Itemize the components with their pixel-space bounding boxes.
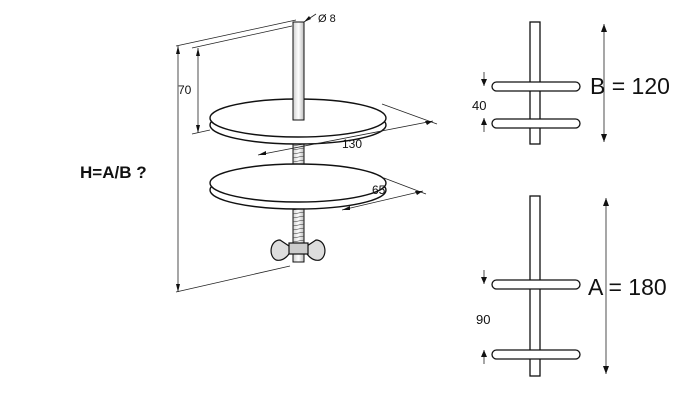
config-a-lower-disc [491, 349, 581, 360]
smooth-rod [292, 21, 305, 121]
config-b-gap-label: 40 [472, 98, 486, 113]
config-b-label: B = 120 [590, 73, 670, 99]
config-b-lower-disc [491, 118, 581, 129]
clamp-3d-drawing: Ø 8 70 130 [175, 13, 438, 293]
config-a-gap-label: 90 [476, 312, 490, 327]
question-label: H=A/B ? [80, 163, 147, 182]
disc-radius-dimension: 65 [341, 177, 427, 211]
disc-diameter-label: 130 [342, 137, 362, 151]
config-a-diagram: A = 180 90 [476, 195, 667, 377]
config-b-diagram: B = 120 40 [472, 21, 670, 145]
config-a-label: A = 180 [588, 274, 667, 300]
rod-diameter-dimension: Ø 8 [303, 13, 336, 25]
disc-radius-label: 65 [372, 183, 386, 197]
config-a-upper-disc [491, 279, 581, 290]
rod-height-label: 70 [178, 83, 192, 97]
disc-diameter-dimension: 130 [257, 103, 438, 156]
rod-height-dimension: 70 [178, 25, 293, 135]
lower-disc [209, 163, 387, 210]
rod-diameter-label: Ø 8 [318, 13, 336, 25]
wing-nut [270, 239, 326, 261]
config-b-upper-disc [491, 81, 581, 92]
overall-height-dimension [175, 19, 297, 293]
